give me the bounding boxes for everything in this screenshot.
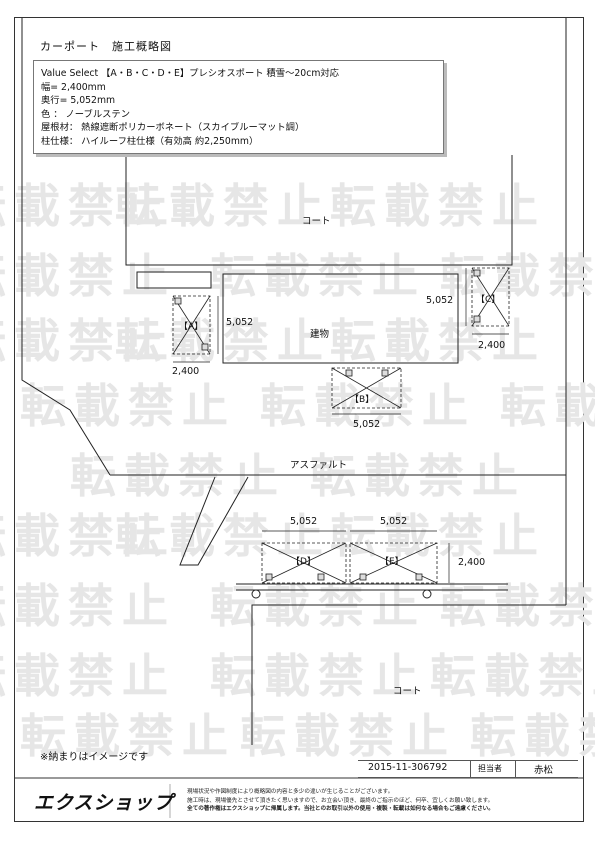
carport-d-label: 【D】: [291, 557, 316, 567]
watermark: 転載禁止: [310, 449, 526, 503]
carport-b-width: 5,052: [353, 419, 381, 430]
watermark: 転載禁止: [330, 314, 546, 368]
disclaimer-line: 全ての著作権はエクスショップに帰属します。当社とのお取引以外の使用・複製・転載は…: [187, 806, 494, 813]
carport-e: [349, 542, 438, 584]
divider: [470, 760, 471, 778]
carport-a-width: 2,400: [172, 366, 200, 377]
carport-d-width: 5,052: [290, 516, 318, 527]
watermark: 転載禁止: [430, 649, 595, 703]
asphalt-label: アスファルト: [290, 460, 348, 471]
watermark: 転載禁止: [0, 509, 176, 563]
spec-line: 色 ： ノーブルステン: [41, 108, 131, 120]
watermark: 転載禁止: [210, 649, 426, 703]
watermark: 転載禁止: [0, 249, 176, 303]
carport-c-label: 【C】: [476, 295, 501, 305]
carport-b: [331, 367, 402, 409]
watermark: 転載禁止: [240, 709, 456, 763]
person-name: 赤松: [534, 765, 554, 776]
person-label: 担当者: [478, 764, 502, 773]
watermark: 転載禁止: [20, 379, 236, 433]
carport-c-depth: 5,052: [426, 295, 454, 306]
watermark: 転載禁止: [70, 449, 286, 503]
building-outline: [222, 273, 459, 364]
watermark: 転載禁止: [440, 579, 595, 633]
watermark: 転載禁止: [0, 179, 176, 233]
driveway-strip: [179, 476, 249, 566]
title-block: 2015-11-306792 担当者 赤松: [358, 760, 578, 778]
spec-line: 柱仕様： ハイルーフ柱仕様（有効高 約2,250mm）: [41, 135, 259, 147]
spec-line: 屋根材： 熱線遮断ポリカーボネート（スカイブルーマット調）: [41, 122, 305, 134]
court-bottom-label: コート: [393, 686, 422, 697]
spec-line: Value Select 【A・B・C・D・E】プレシオスポート 積雪～20cm…: [41, 68, 339, 79]
watermark: 転載禁止: [0, 314, 176, 368]
watermark: 転載禁止: [115, 179, 331, 233]
building-label: 建物: [310, 329, 330, 340]
carport-e-depth: 2,400: [458, 557, 486, 568]
doc-number: 2015-11-306792: [368, 762, 448, 773]
watermark: 転載禁止: [210, 579, 426, 633]
carport-a: [172, 295, 211, 355]
carport-c-width: 2,400: [478, 340, 506, 351]
spec-line: 幅= 2,400mm: [41, 81, 106, 93]
watermark: 転載禁止: [260, 379, 476, 433]
watermark: 転載禁止: [115, 509, 331, 563]
spec-box: Value Select 【A・B・C・D・E】プレシオスポート 積雪～20cm…: [33, 60, 444, 154]
watermark: 転載禁止: [20, 709, 236, 763]
carport-c: [471, 267, 510, 327]
court-top-label: コート: [302, 216, 331, 227]
court-top-outline: [125, 150, 513, 266]
watermark: 転載禁止: [500, 379, 595, 433]
watermark: 転載禁止: [0, 579, 176, 633]
left-boundary: [21, 18, 111, 476]
carport-b-label: 【B】: [350, 395, 375, 405]
footer-disclaimer: 現場状況や作図制度により概略図の内容と多少の違いが生じることがございます。 施工…: [187, 788, 494, 814]
page-title: カーポート 施工概略図: [40, 40, 172, 53]
carport-a-depth: 5,052: [226, 317, 254, 328]
carport-d: [261, 542, 347, 584]
brand-logo: エクスショップ: [34, 792, 174, 814]
watermark: 転載禁止: [330, 509, 546, 563]
watermark: 転載禁止: [0, 649, 176, 703]
divider: [515, 760, 516, 778]
disclaimer-line: 現場状況や作図制度により概略図の内容と多少の違いが生じることがございます。: [187, 789, 394, 795]
small-structure: [136, 271, 212, 289]
watermark: 転載禁止: [470, 709, 595, 763]
carport-a-label: 【A】: [179, 322, 204, 332]
carport-e-label: 【E】: [380, 557, 404, 567]
watermark: 転載禁止: [210, 249, 426, 303]
spec-line: 奥行= 5,052mm: [41, 95, 116, 107]
footer-note: ※納まりはイメージです: [40, 752, 149, 763]
disclaimer-line: 施工時は、現場優先とさせて頂きたく思いますので、お立会い頂き、最終のご指示のほど…: [187, 797, 494, 804]
watermark: 転載禁止: [115, 314, 331, 368]
carport-e-width: 5,052: [380, 516, 408, 527]
drawing-frame: [14, 17, 584, 822]
watermark: 転載禁止: [330, 179, 546, 233]
court-bottom-outline: [251, 604, 566, 745]
